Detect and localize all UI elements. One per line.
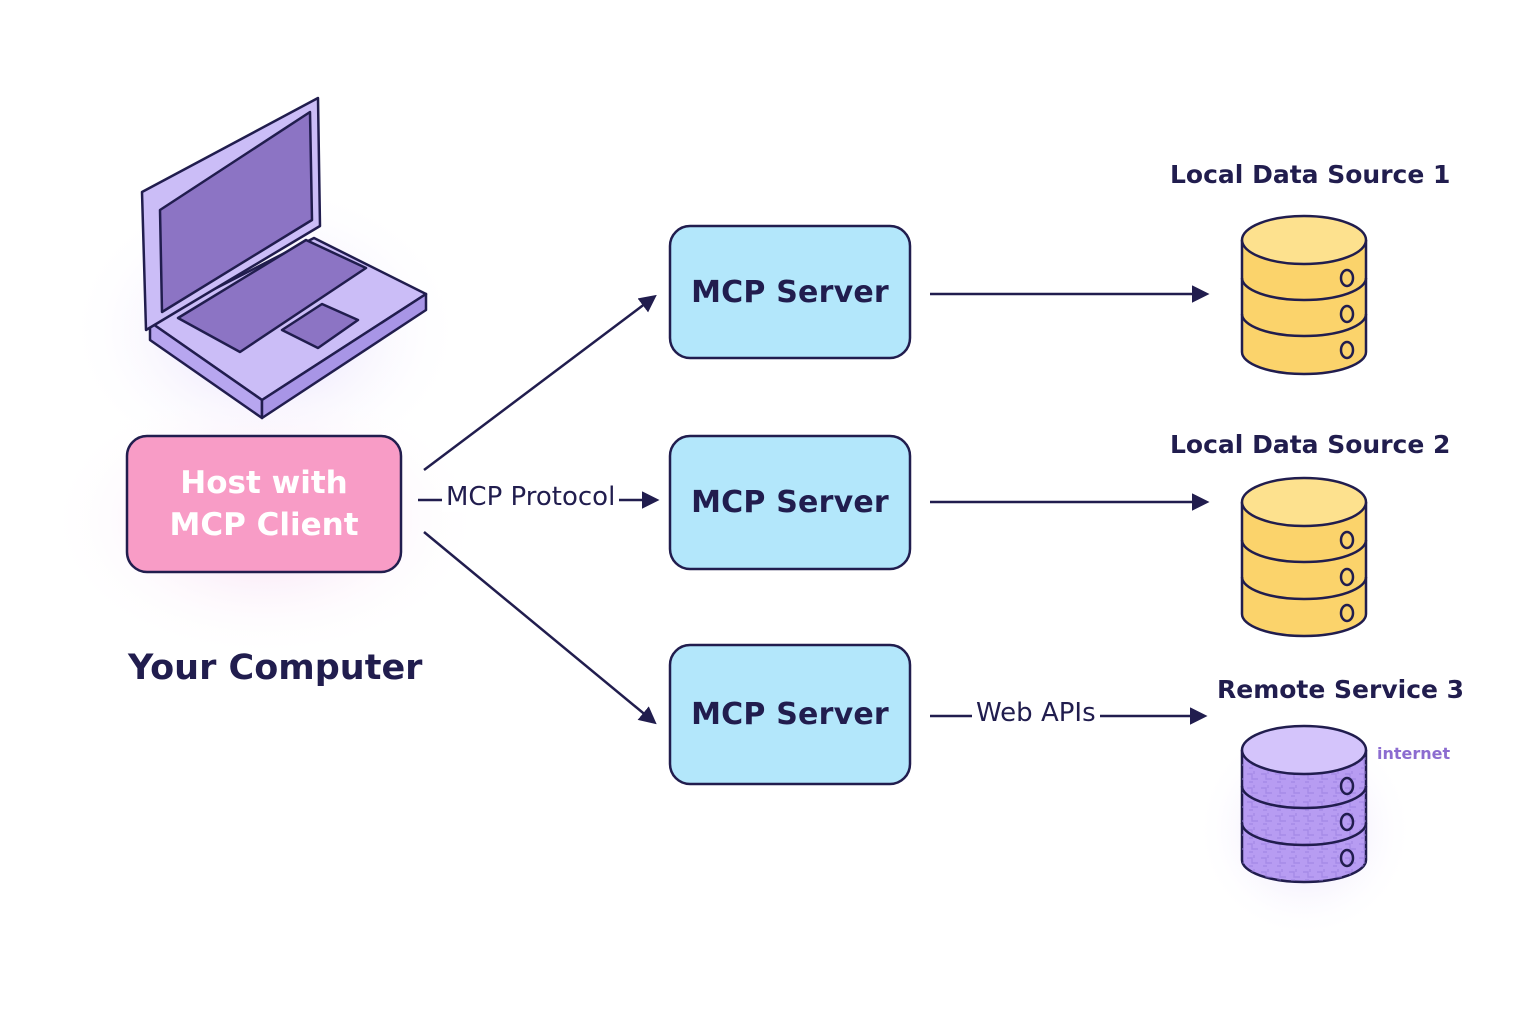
database-icon — [1240, 476, 1368, 638]
server-label-1: MCP Server — [691, 274, 889, 310]
server-box-3 — [668, 643, 912, 786]
server-box-2 — [668, 434, 912, 571]
host-label: Host with MCP Client — [127, 436, 401, 572]
server-label-2: MCP Server — [691, 485, 889, 520]
your-computer-caption: Your Computer — [128, 648, 423, 688]
data-source-2-title: Local Data Source 2 — [1170, 430, 1451, 459]
host-box — [125, 434, 403, 574]
data-source-1-title: Local Data Source 1 — [1170, 160, 1451, 189]
mcp-protocol-label: MCP Protocol — [442, 482, 620, 512]
host-label-line-2: MCP Client — [169, 507, 359, 543]
server-box-1 — [668, 224, 912, 360]
database-icon — [1240, 214, 1368, 376]
arrow-host-to-server-3 — [423, 531, 657, 725]
web-apis-label: Web APIs — [972, 698, 1100, 728]
remote-service-title: Remote Service 3 — [1217, 675, 1465, 704]
server-label-3: MCP Server — [691, 697, 889, 732]
laptop-icon — [140, 96, 428, 420]
host-label-line-1: Host with — [180, 465, 348, 501]
internet-tag: internet — [1377, 744, 1451, 763]
arrow-host-to-server-1 — [423, 294, 657, 471]
database-icon — [1240, 724, 1368, 884]
